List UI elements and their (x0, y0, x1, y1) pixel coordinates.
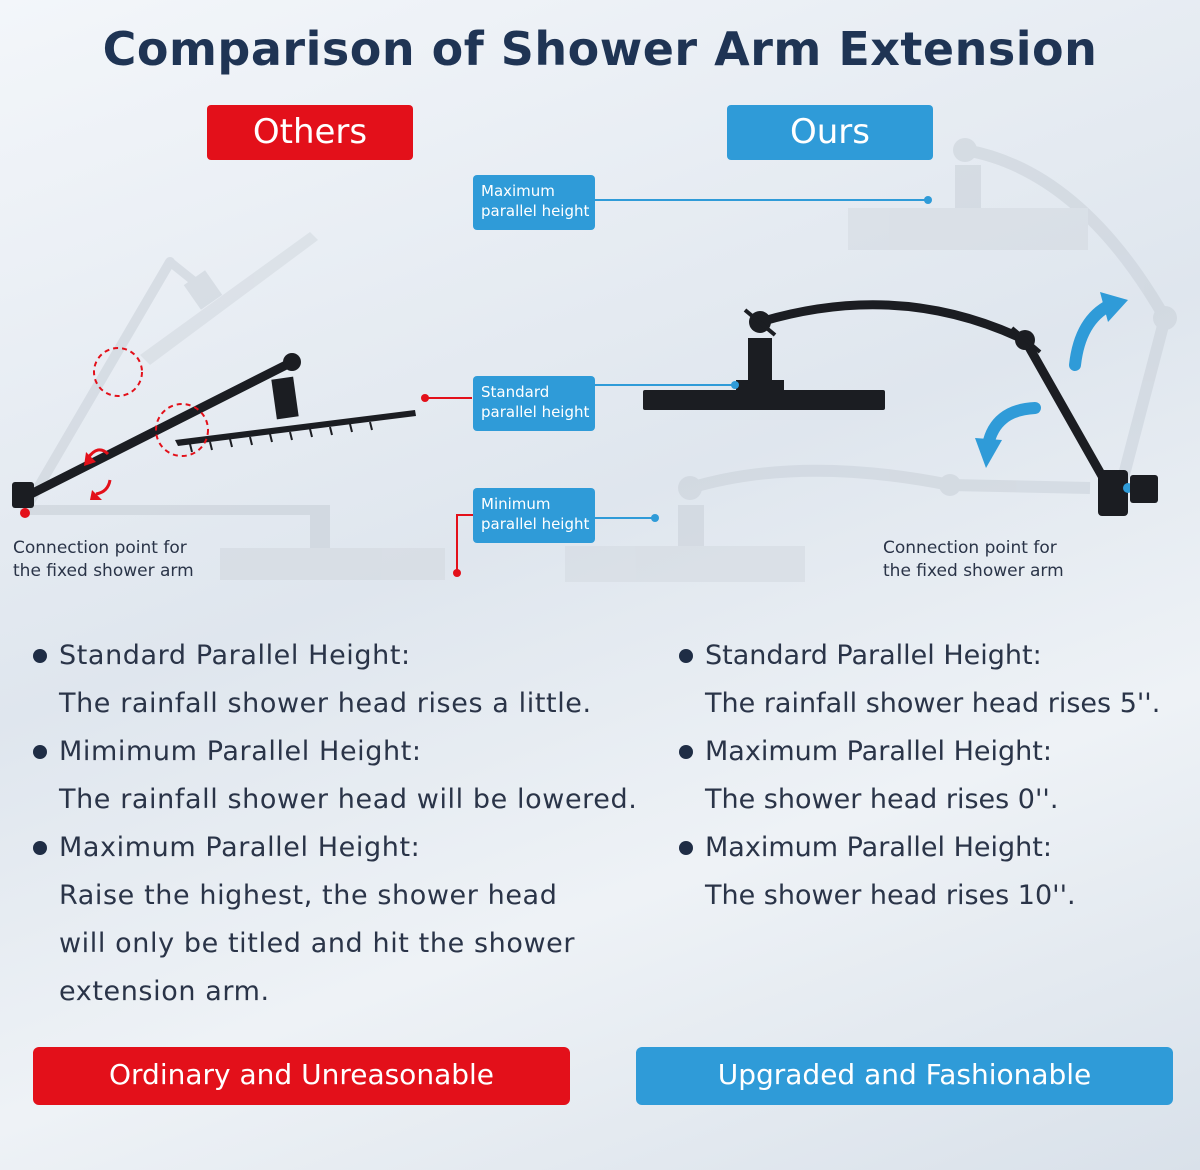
bullet-icon (679, 649, 693, 663)
list-item: Maximum Parallel Height: Raise the highe… (33, 824, 663, 1016)
page-title: Comparison of Shower Arm Extension (102, 22, 1098, 76)
ghost-tilted-shower-head (20, 232, 318, 515)
ours-feature-list: Standard Parallel Height: The rainfall s… (679, 632, 1194, 920)
bullet-icon (33, 649, 47, 663)
connection-note-left: Connection point for the fixed shower ar… (13, 538, 194, 581)
others-feature-list: Standard Parallel Height: The rainfall s… (33, 632, 663, 1016)
list-item: Standard Parallel Height: The rainfall s… (33, 632, 663, 728)
list-item: Maximum Parallel Height: The shower head… (679, 824, 1194, 920)
maximum-height-label: Maximum parallel height (473, 175, 595, 230)
ghost-min-shower-head (565, 464, 1091, 582)
bullet-icon (33, 745, 47, 759)
list-item: Mimimum Parallel Height: The rainfall sh… (33, 728, 663, 824)
list-item: Standard Parallel Height: The rainfall s… (679, 632, 1194, 728)
collision-circle-upper (93, 347, 143, 397)
bullet-icon (679, 841, 693, 855)
rotate-arrow-down-icon (95, 479, 112, 496)
ours-tag: Ours (727, 105, 933, 160)
upgraded-banner: Upgraded and Fashionable (636, 1047, 1173, 1105)
list-item: Maximum Parallel Height: The shower head… (679, 728, 1194, 824)
connection-note-right: Connection point for the fixed shower ar… (883, 538, 1064, 581)
standard-height-label: Standard parallel height (473, 376, 595, 431)
collision-circle-lower (155, 403, 209, 457)
ghost-max-shower-head (848, 138, 1177, 492)
minimum-height-label: Minimum parallel height (473, 488, 595, 543)
bullet-icon (679, 745, 693, 759)
lower-arrow-icon (982, 402, 1041, 451)
others-black-arm (12, 353, 416, 508)
raise-arrow-icon (1069, 299, 1116, 371)
ours-black-arm (643, 300, 1158, 516)
ghost-lowered-shower-head (30, 505, 445, 580)
shower-arm-illustration (12, 138, 1177, 582)
ordinary-banner: Ordinary and Unreasonable (33, 1047, 570, 1105)
bullet-icon (33, 841, 47, 855)
others-tag: Others (207, 105, 413, 160)
